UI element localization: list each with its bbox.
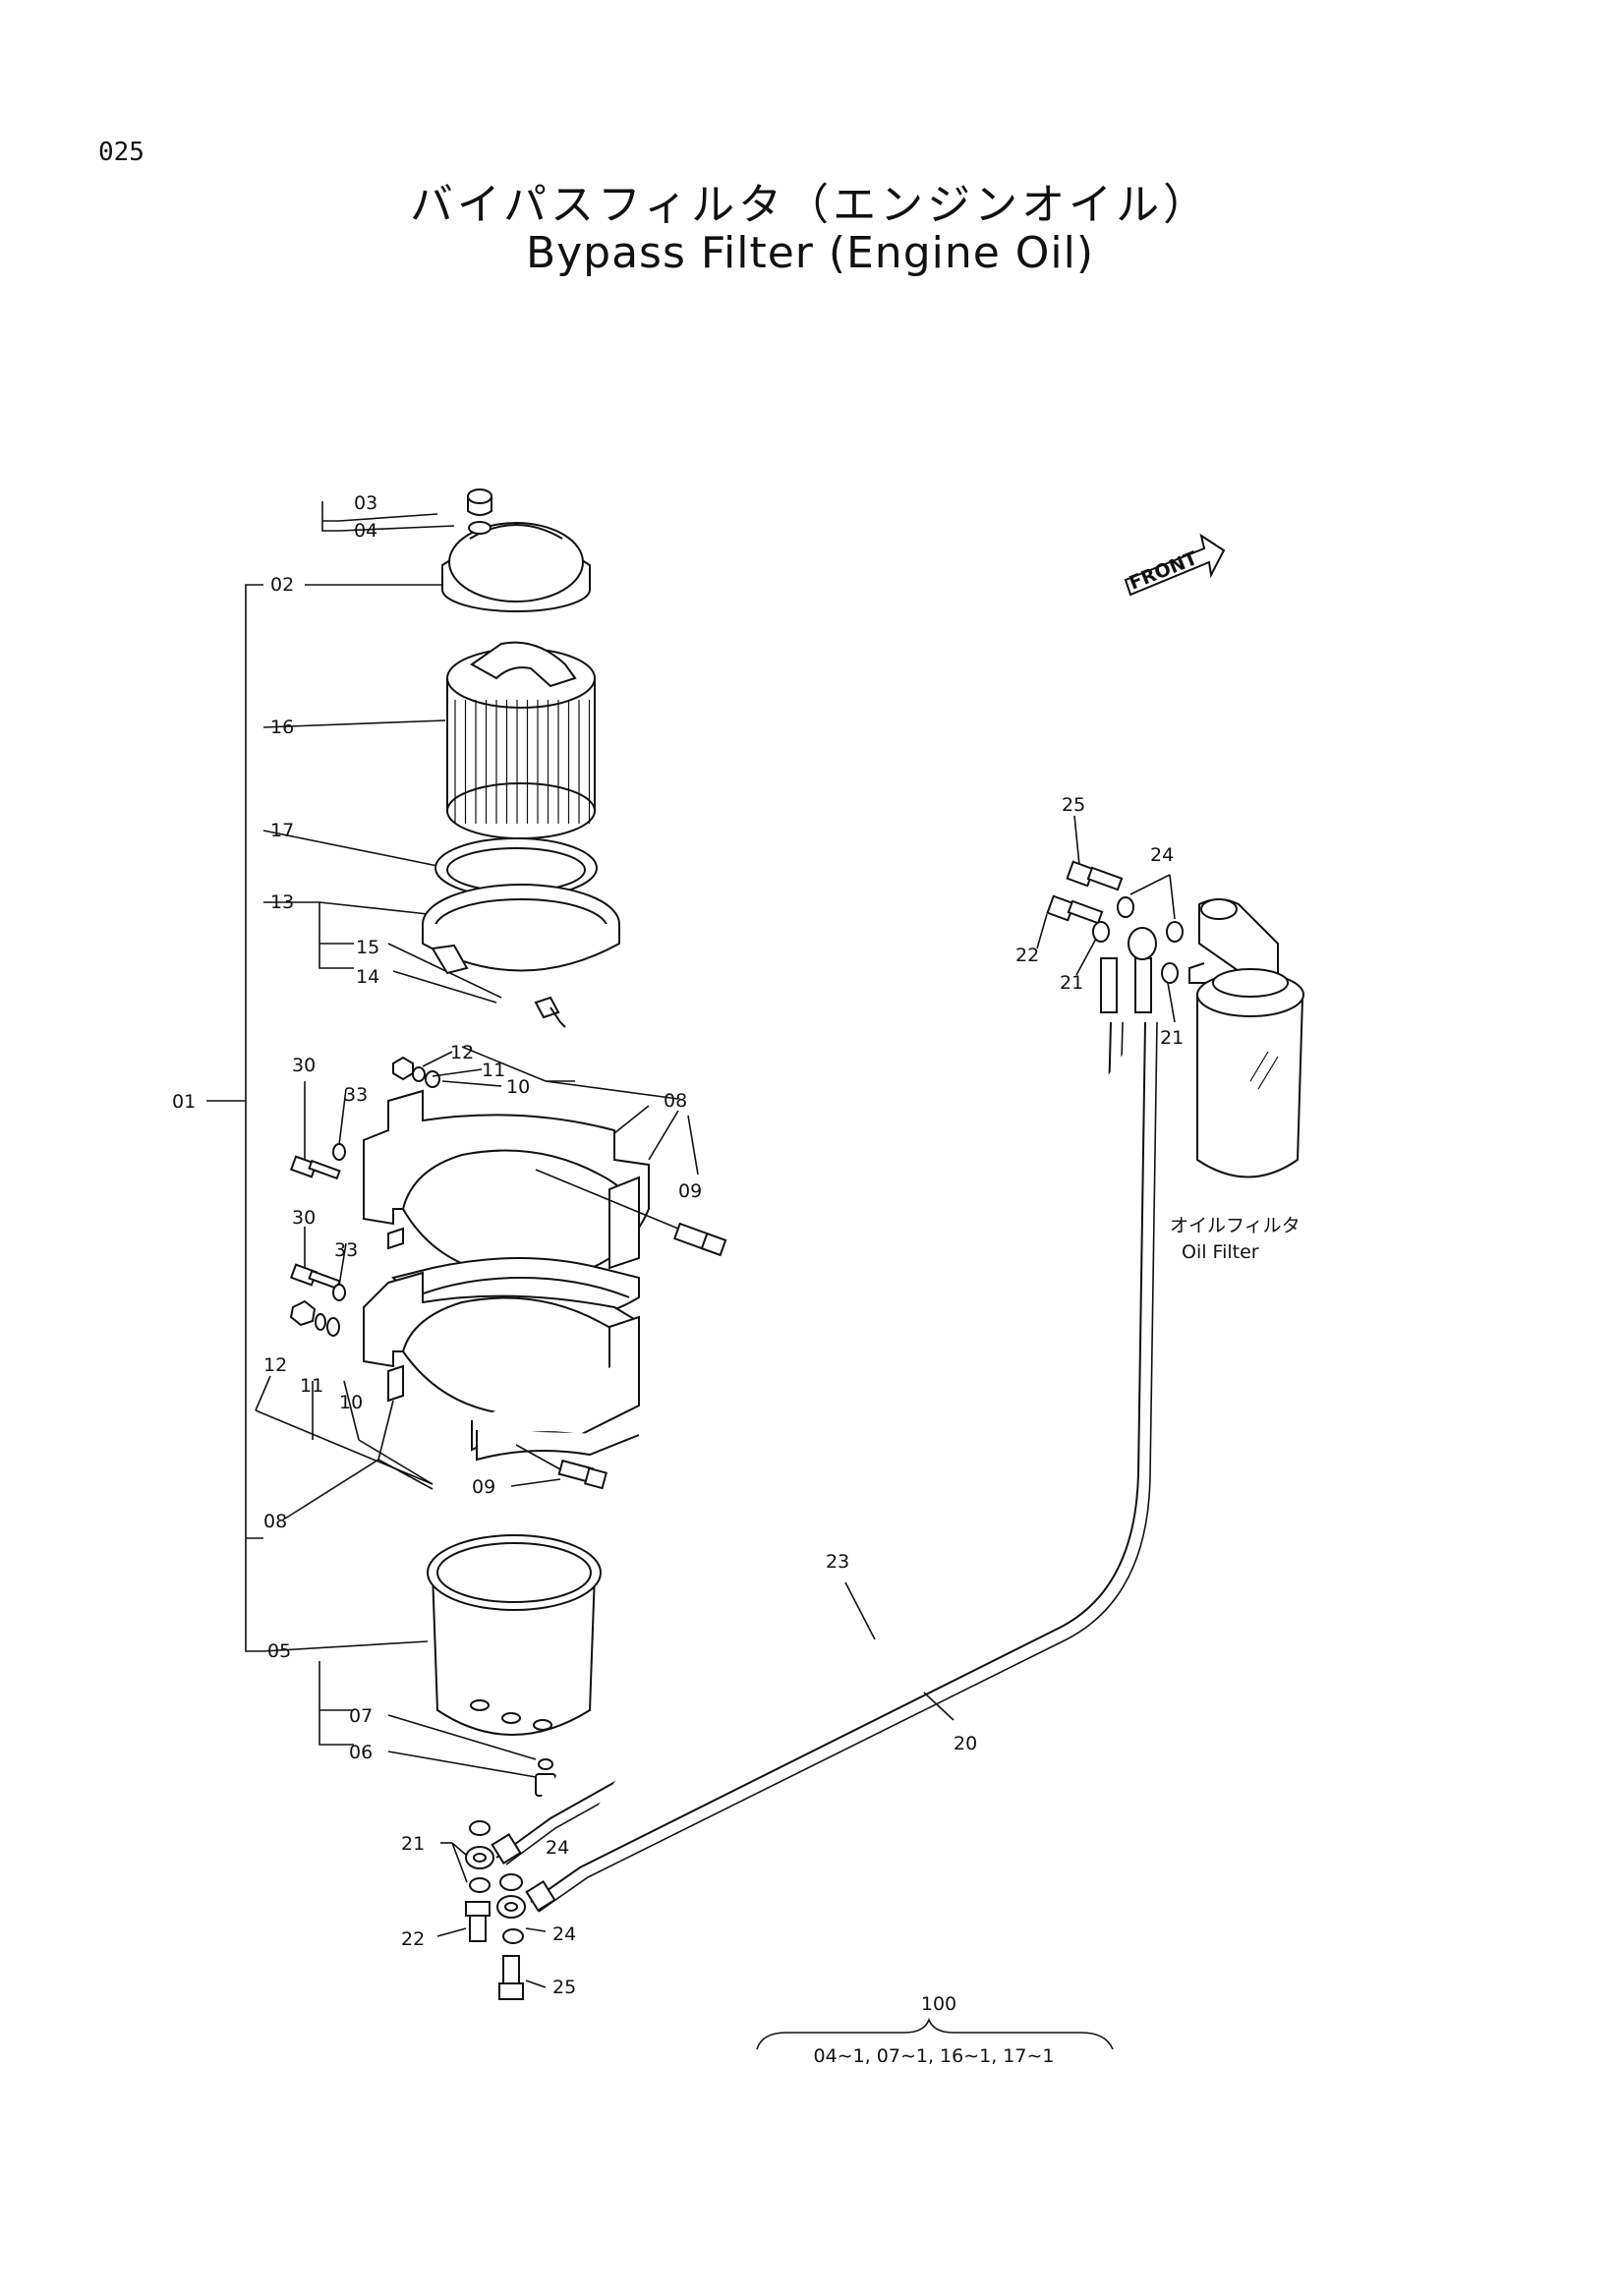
cap-part-02 — [305, 488, 591, 612]
callout-11-upper: 11 — [482, 1060, 505, 1081]
front-badge-label: FRONT — [1127, 547, 1201, 595]
page-number: 025 — [98, 138, 145, 167]
callout-03: 03 — [354, 492, 377, 514]
callout-09-upper: 09 — [678, 1180, 702, 1202]
callout-12-upper: 12 — [450, 1042, 474, 1063]
callout-30-lower: 30 — [292, 1207, 316, 1229]
title-japanese: バイパスフィルタ（エンジンオイル） — [409, 180, 1211, 230]
callout-22-upper: 22 — [1015, 945, 1039, 966]
bolt-09-lower — [510, 1444, 608, 1490]
callout-02: 02 — [270, 574, 294, 596]
callout-08-upper: 08 — [664, 1090, 687, 1112]
oil-filter-label-japanese: オイルフィルタ — [1170, 1215, 1301, 1236]
title-english: Bypass Filter (Engine Oil) — [525, 228, 1095, 278]
gasket-17 — [262, 830, 598, 898]
callout-33-upper: 33 — [344, 1084, 368, 1106]
callout-05: 05 — [267, 1640, 291, 1662]
kit-brace — [756, 2017, 1114, 2050]
lower-fittings — [436, 1820, 547, 2000]
kit-number: 100 — [921, 1993, 956, 2015]
oil-filter-label-english: Oil Filter — [1182, 1241, 1259, 1263]
oil-filter — [1188, 898, 1304, 1178]
callout-07: 07 — [349, 1705, 373, 1727]
callout-01: 01 — [172, 1091, 196, 1113]
callout-25-upper: 25 — [1062, 794, 1085, 816]
callout-09-lower: 09 — [472, 1476, 495, 1498]
upper-nuts — [392, 1051, 502, 1088]
callout-08-lower: 08 — [263, 1511, 287, 1532]
callout-21-upper-b: 21 — [1160, 1027, 1184, 1049]
callout-24-lower-a: 24 — [546, 1837, 569, 1859]
callout-10-lower: 10 — [339, 1392, 363, 1413]
left-bolts — [289, 1081, 347, 1337]
callout-25-lower: 25 — [552, 1977, 576, 1998]
callout-30-upper: 30 — [292, 1055, 316, 1076]
lower-leaders — [255, 1375, 434, 1520]
callout-16: 16 — [270, 717, 294, 738]
callout-33-lower: 33 — [334, 1239, 358, 1261]
bolt-09-upper — [535, 1169, 727, 1257]
callout-06: 06 — [349, 1742, 373, 1763]
callout-14: 14 — [356, 966, 379, 988]
clamp-13 — [263, 884, 620, 1028]
callout-12-lower: 12 — [263, 1354, 287, 1376]
front-direction-badge: FRONT — [1124, 533, 1226, 597]
callout-21-upper-a: 21 — [1060, 972, 1083, 994]
callout-11-lower: 11 — [300, 1375, 323, 1397]
callout-23: 23 — [826, 1551, 849, 1573]
callout-17: 17 — [270, 820, 294, 841]
assembly-bracket-01 — [206, 584, 263, 1652]
kit-contents: 04∼1, 07∼1, 16∼1, 17∼1 — [814, 2045, 1055, 2067]
filter-case-05 — [262, 1534, 602, 1797]
callout-10-upper: 10 — [506, 1076, 530, 1098]
callout-04: 04 — [354, 520, 377, 542]
lower-band-08 — [363, 1257, 640, 1462]
callout-22-lower: 22 — [401, 1928, 425, 1950]
callout-24-upper: 24 — [1150, 844, 1174, 866]
callout-24-lower-b: 24 — [552, 1923, 576, 1945]
hoses — [491, 957, 1158, 1913]
callout-13: 13 — [270, 891, 294, 913]
callout-21-lower: 21 — [401, 1833, 425, 1855]
upper-band-08 — [363, 1046, 699, 1280]
callout-20: 20 — [954, 1733, 977, 1754]
filter-element-16 — [262, 641, 596, 839]
callout-labels: 03 04 02 16 17 13 15 14 01 30 33 12 11 1… — [172, 492, 1184, 1998]
callout-15: 15 — [356, 937, 379, 958]
upper-fittings — [1036, 815, 1184, 1023]
